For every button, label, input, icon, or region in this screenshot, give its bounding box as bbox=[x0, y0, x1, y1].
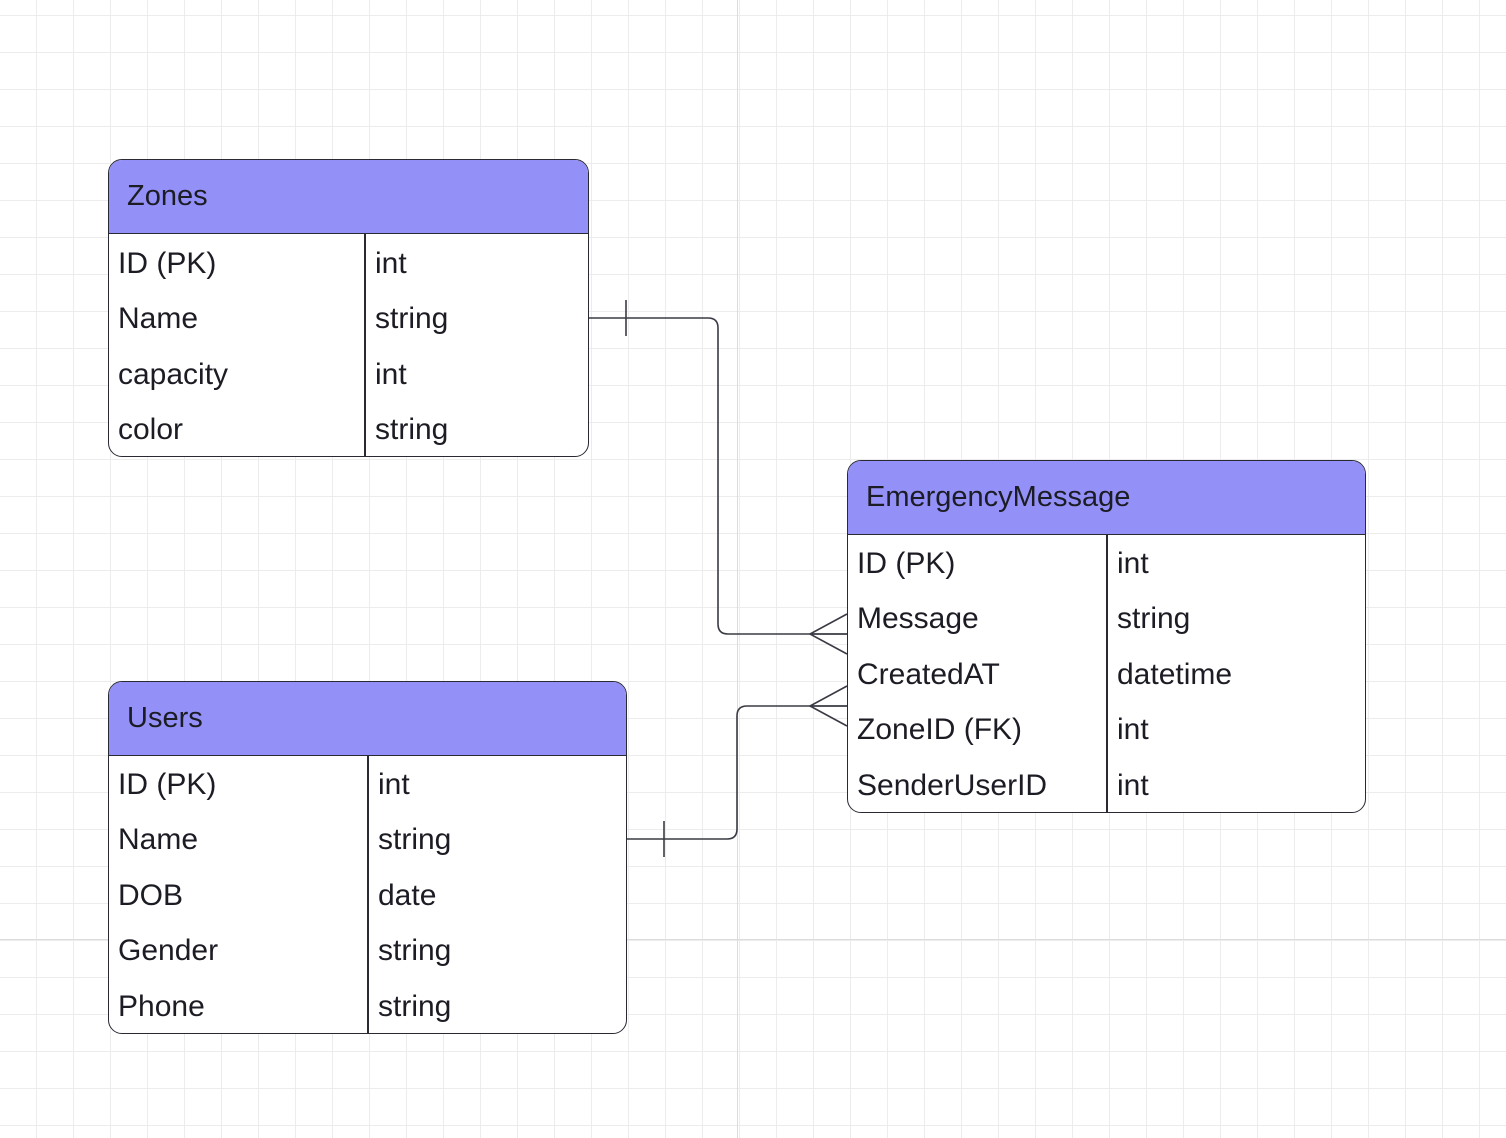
field-name: color bbox=[118, 413, 184, 447]
entity-emergency-message-fields: ID (PK) int Message string CreatedAT dat… bbox=[848, 535, 1365, 812]
entity-users-fields: ID (PK) int Name string DOB date Gender … bbox=[109, 756, 626, 1033]
field-name: CreatedAT bbox=[857, 657, 1000, 691]
entity-emergency-message-header: EmergencyMessage bbox=[848, 461, 1365, 535]
entity-zones[interactable]: Zones ID (PK) int Name string capacity i… bbox=[108, 159, 589, 457]
field-row[interactable]: Message string bbox=[848, 592, 1365, 648]
relationship-zones-emergency-message[interactable] bbox=[589, 300, 848, 655]
field-type: datetime bbox=[1117, 657, 1233, 691]
field-row[interactable]: Gender string bbox=[109, 924, 626, 980]
field-type: string bbox=[1117, 602, 1191, 636]
field-type: date bbox=[378, 878, 437, 912]
field-row[interactable]: Name string bbox=[109, 292, 588, 348]
entity-users[interactable]: Users ID (PK) int Name string DOB date G… bbox=[108, 681, 627, 1034]
field-row[interactable]: SenderUserID int bbox=[848, 758, 1365, 812]
field-row[interactable]: ID (PK) int bbox=[109, 757, 626, 813]
entity-emergency-message[interactable]: EmergencyMessage ID (PK) int Message str… bbox=[847, 460, 1366, 813]
column-divider bbox=[367, 756, 369, 1033]
entity-zones-title: Zones bbox=[127, 180, 208, 212]
field-name: Message bbox=[857, 602, 979, 636]
field-row[interactable]: capacity int bbox=[109, 347, 588, 403]
field-type: int bbox=[1117, 713, 1149, 747]
entity-users-title: Users bbox=[127, 702, 203, 734]
grid-major-vertical-line bbox=[737, 0, 738, 1138]
field-row[interactable]: DOB date bbox=[109, 868, 626, 924]
entity-users-header: Users bbox=[109, 682, 626, 756]
entity-zones-fields: ID (PK) int Name string capacity int col… bbox=[109, 234, 588, 457]
field-name: SenderUserID bbox=[857, 768, 1048, 802]
field-name: capacity bbox=[118, 357, 229, 391]
connector-line bbox=[589, 317, 847, 635]
field-row[interactable]: ID (PK) int bbox=[848, 536, 1365, 592]
field-type: string bbox=[378, 823, 452, 857]
field-type: int bbox=[1117, 546, 1149, 580]
entity-zones-header: Zones bbox=[109, 160, 588, 234]
field-name: ZoneID (FK) bbox=[857, 713, 1023, 747]
field-row[interactable]: CreatedAT datetime bbox=[848, 647, 1365, 703]
column-divider bbox=[364, 234, 366, 456]
field-row[interactable]: ZoneID (FK) int bbox=[848, 703, 1365, 759]
grid-major-horizontal-line bbox=[0, 939, 1506, 940]
field-name: Gender bbox=[118, 934, 219, 968]
field-name: DOB bbox=[118, 878, 184, 912]
field-type: string bbox=[378, 989, 452, 1023]
field-type: int bbox=[375, 246, 407, 280]
field-name: Name bbox=[118, 302, 199, 336]
field-row[interactable]: Phone string bbox=[109, 979, 626, 1033]
field-name: Phone bbox=[118, 989, 205, 1023]
field-row[interactable]: Name string bbox=[109, 813, 626, 869]
field-name: ID (PK) bbox=[118, 246, 217, 280]
field-type: string bbox=[375, 302, 449, 336]
entity-emergency-message-title: EmergencyMessage bbox=[866, 481, 1131, 513]
field-row[interactable]: ID (PK) int bbox=[109, 236, 588, 292]
field-type: int bbox=[378, 767, 410, 801]
field-type: int bbox=[1117, 768, 1149, 802]
field-type: int bbox=[375, 357, 407, 391]
many-cardinality-crowsfoot bbox=[808, 613, 848, 655]
field-row[interactable]: color string bbox=[109, 403, 588, 457]
field-type: string bbox=[378, 934, 452, 968]
field-name: ID (PK) bbox=[857, 546, 956, 580]
field-name: ID (PK) bbox=[118, 767, 217, 801]
field-name: Name bbox=[118, 823, 199, 857]
field-type: string bbox=[375, 413, 449, 447]
column-divider bbox=[1106, 535, 1108, 812]
many-cardinality-crowsfoot bbox=[808, 685, 848, 727]
